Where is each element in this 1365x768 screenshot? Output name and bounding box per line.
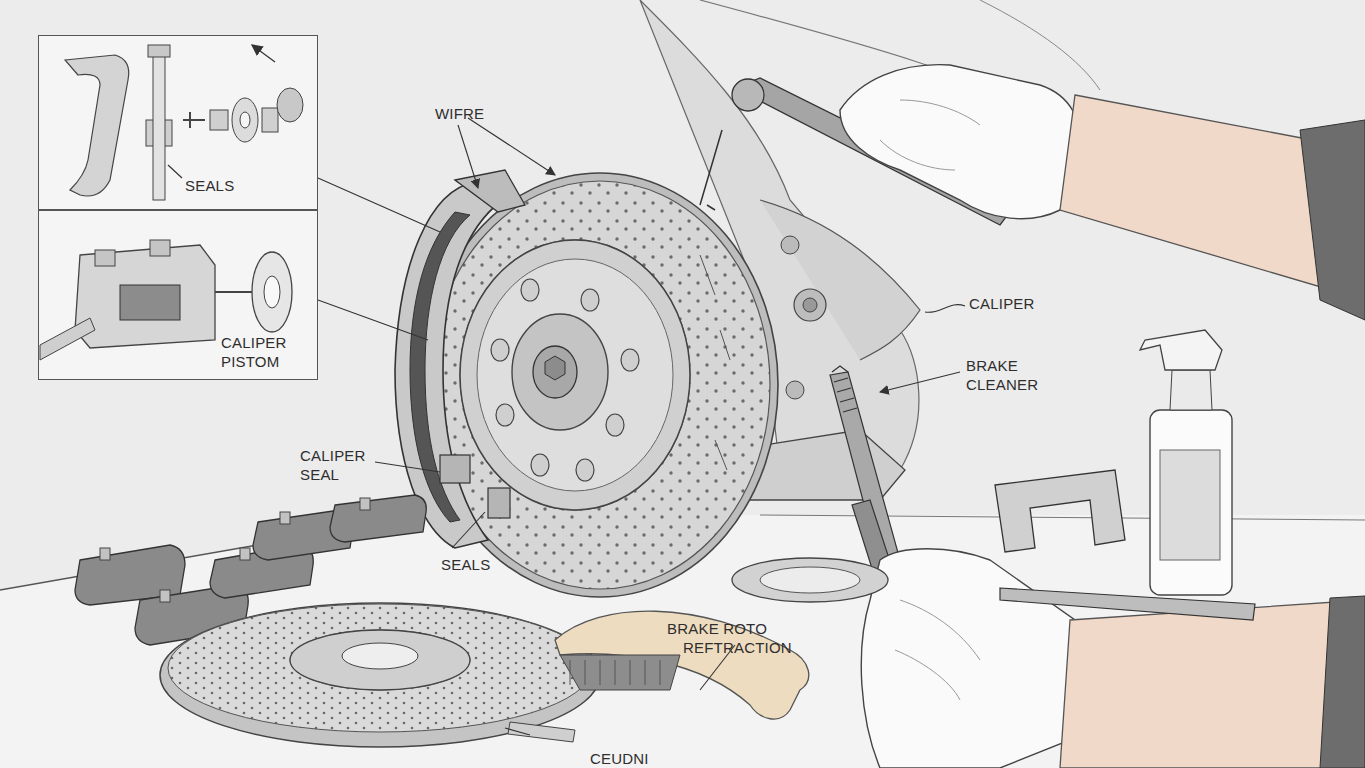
inset-panel: SEALS: [38, 35, 318, 210]
part-label: BRAKE ROTO REFTRACTION: [667, 619, 823, 657]
part-label: CALIPER: [969, 294, 1069, 313]
part-label: WIFRE: [435, 104, 515, 123]
part-label: CALIPER SEAL: [300, 446, 380, 484]
part-label: CEUDNI: [590, 749, 680, 768]
panel-label: CALIPER PISTOM: [221, 333, 311, 371]
inset-panel: CALIPER PISTOM: [38, 210, 318, 380]
panel-label: SEALS: [185, 176, 265, 195]
part-label: BRAKE CLEANER: [966, 356, 1066, 394]
part-label: SEALS: [441, 555, 521, 574]
